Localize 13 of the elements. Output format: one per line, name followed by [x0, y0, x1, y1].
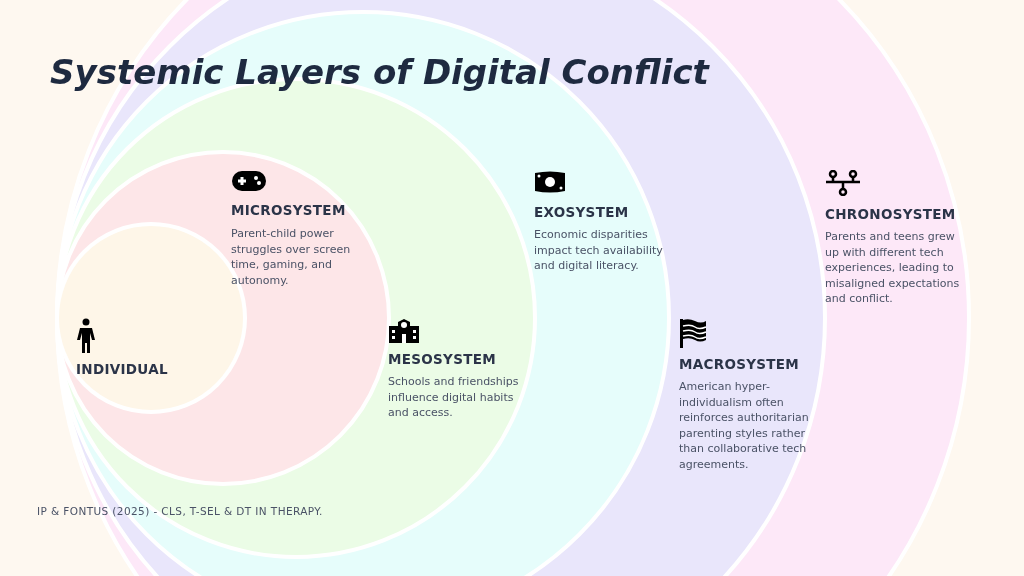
layer-heading: CHRONOSYSTEM: [825, 206, 956, 222]
layer-heading: INDIVIDUAL: [76, 361, 168, 377]
page-title: Systemic Layers of Digital Conflict: [50, 52, 709, 92]
layer-heading: MACROSYSTEM: [679, 356, 800, 372]
layer-description: Economic disparities impact tech availability and digital literacy.: [534, 227, 664, 274]
layer-description: Parent-child power struggles over screen time, gaming, and autonomy.: [231, 226, 351, 288]
source-citation: IP & FONTUS (2025) - CLS, T-SEL & DT IN THERAPY.: [37, 505, 323, 517]
layer-heading: MESOSYSTEM: [388, 351, 496, 367]
layer-description: Parents and teens grew up with different tech experiences, leading to misaligned expectations and conflict.: [825, 229, 961, 307]
layer-heading: MICROSYSTEM: [231, 202, 346, 218]
layer-heading: EXOSYSTEM: [534, 204, 629, 220]
layer-description: Schools and friendships influence digital habits and access.: [388, 374, 520, 421]
layer-description: American hyper-individualism often reinforces authoritarian parenting styles rather than collaborative tech agreements.: [679, 379, 810, 472]
